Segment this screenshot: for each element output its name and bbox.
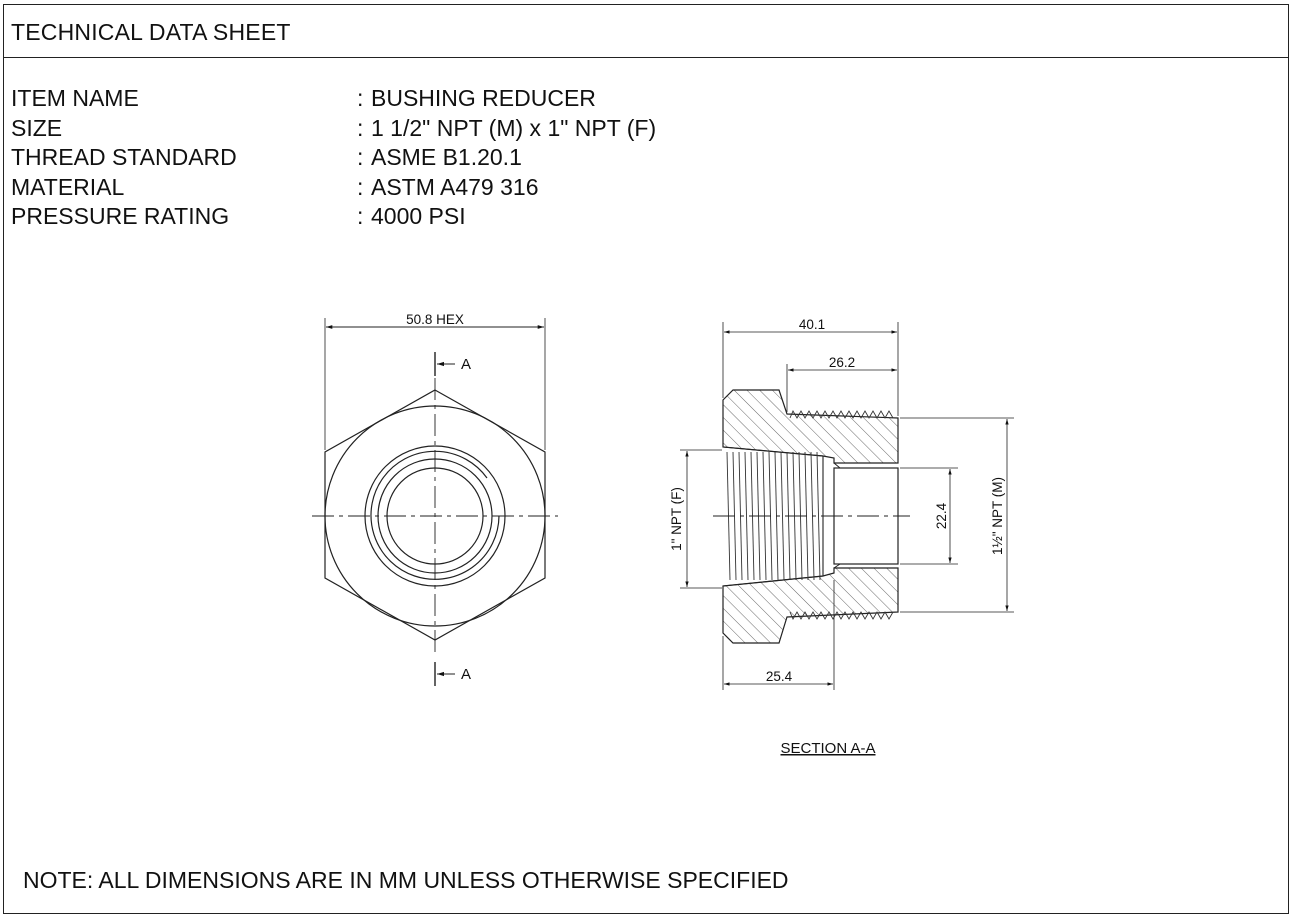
bore-diameter-label: 22.4 [934,502,949,529]
spec-label: MATERIAL [11,173,125,200]
section-caption: SECTION A-A [780,740,875,757]
sheet-header: TECHNICAL DATA SHEET [4,5,1288,58]
bore-chamfer-bottom [833,563,841,569]
bore-chamfer-top [833,462,841,469]
section-body-lower [722,567,899,644]
spec-value: ASTM A479 316 [371,173,539,200]
data-sheet-frame: TECHNICAL DATA SHEET [3,4,1289,914]
section-view [680,322,1014,690]
spec-separator: : [357,203,364,229]
female-thread-tooth [780,451,785,581]
spec-value: ASME B1.20.1 [371,144,522,170]
spec-label: PRESSURE RATING [11,203,230,229]
spec-separator: : [357,85,364,111]
dimension-note: NOTE: ALL DIMENSIONS ARE IN MM UNLESS OT… [23,867,789,893]
female-thread-label: 1" NPT (F) [669,487,684,551]
spec-label: ITEM NAME [11,85,139,111]
spec-value: BUSHING REDUCER [371,85,596,111]
hex-dimension-label: 50.8 HEX [406,312,464,327]
section-body-upper [722,389,899,464]
spec-value: 1 1/2" NPT (M) x 1" NPT (F) [371,114,657,141]
spec-separator: : [357,114,364,141]
spec-separator: : [357,173,364,200]
sheet-title: TECHNICAL DATA SHEET [11,19,291,45]
male-thread-profile [789,409,894,419]
spec-label: SIZE [11,114,63,141]
female-depth-label: 25.4 [766,669,793,684]
male-thread-teeth [789,409,894,621]
spec-value: 4000 PSI [371,203,466,229]
thread-root-arc [370,450,500,580]
male-thread-profile [789,611,894,621]
spec-label: THREAD STANDARD [11,144,237,170]
section-marker-top-label: A [461,356,471,373]
section-marker-bottom-label: A [461,666,471,683]
spec-separator: : [357,144,364,170]
male-thread-label: 1½" NPT (M) [990,477,1005,555]
male-thread-length-label: 26.2 [829,355,855,370]
front-view [312,318,558,686]
female-thread-tooth [816,451,821,581]
overall-length-label: 40.1 [799,317,825,332]
female-thread-tooth [744,451,749,581]
